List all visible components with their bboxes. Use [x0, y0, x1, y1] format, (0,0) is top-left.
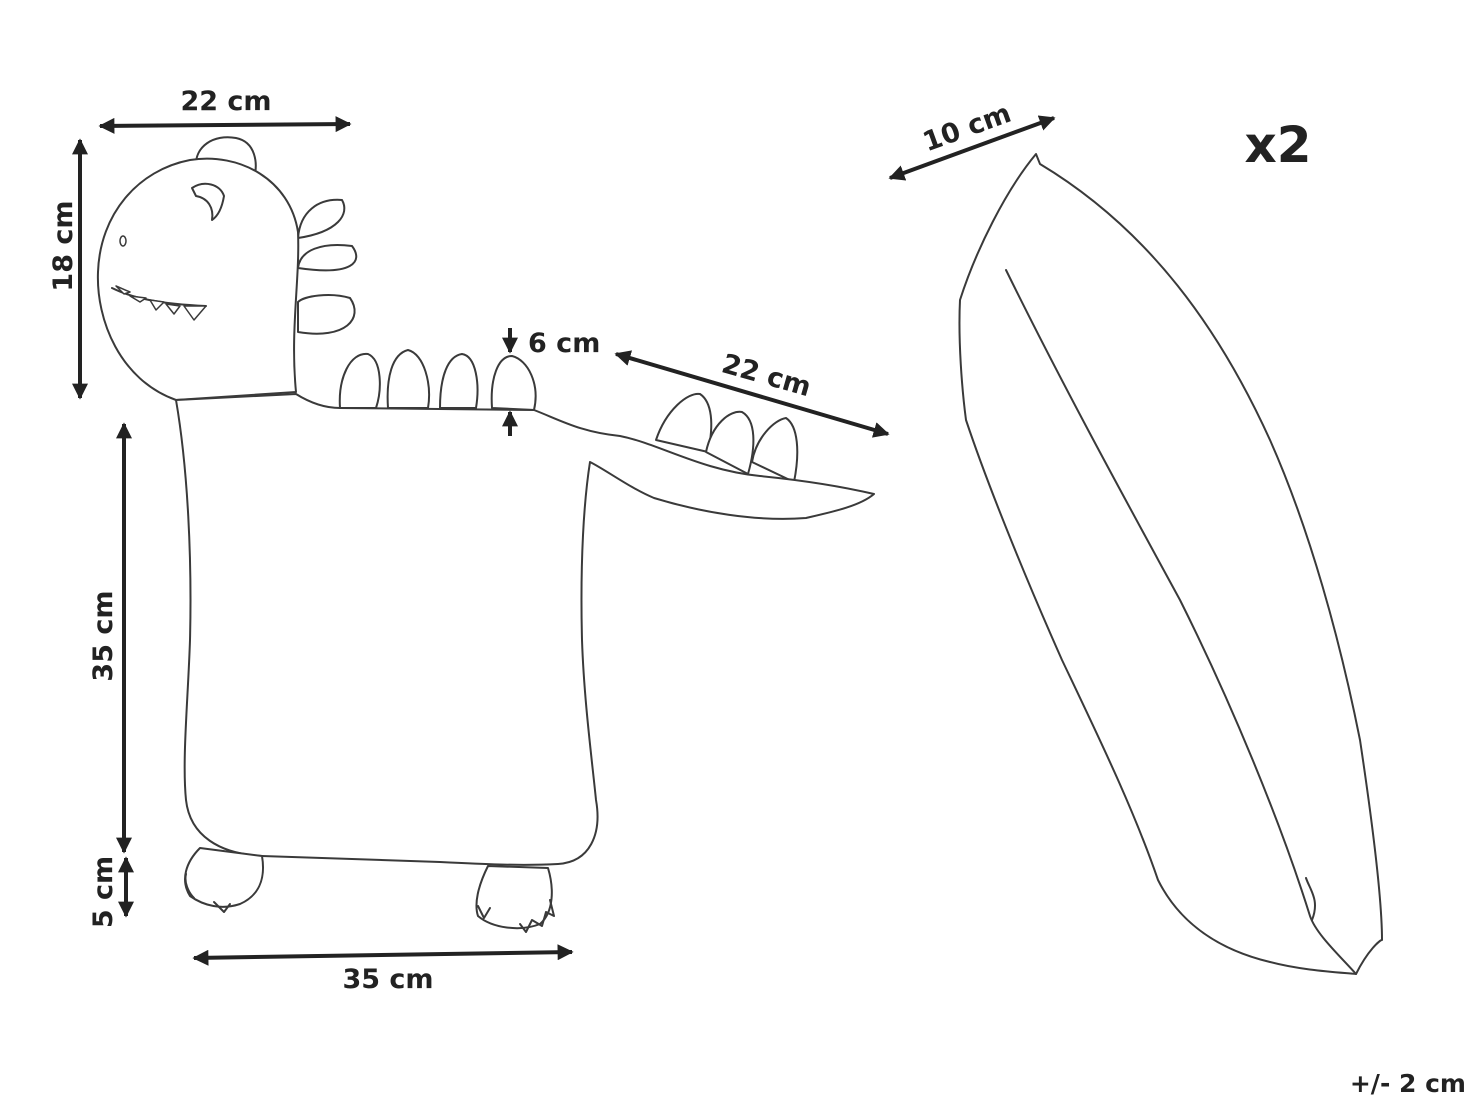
body-height-label: 35 cm [88, 590, 119, 681]
leg-height-label: 5 cm [88, 856, 119, 928]
body-width-label: 35 cm [342, 964, 433, 995]
tolerance-label: +/- 2 cm [1350, 1069, 1466, 1098]
head-height-label: 18 cm [48, 200, 79, 291]
spike-height-label: 6 cm [528, 328, 600, 359]
quantity-label: x2 [1244, 116, 1311, 174]
dimension-arrows [72, 115, 1056, 966]
tail-length-label: 22 cm [718, 348, 814, 403]
head-width-label: 22 cm [180, 86, 271, 117]
side-cushion-outline [958, 153, 1383, 975]
dinosaur-cushion-outline [96, 136, 875, 933]
